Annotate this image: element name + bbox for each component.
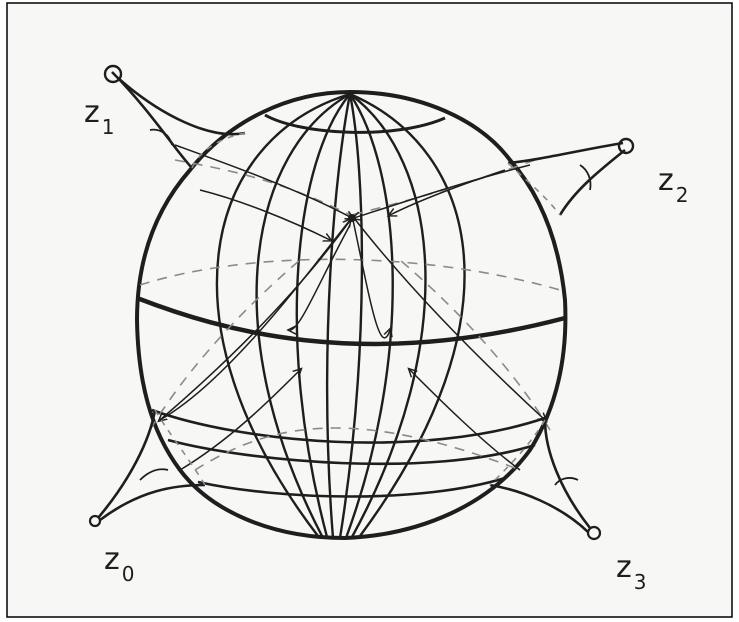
label-z0-sub: 0 bbox=[122, 562, 135, 586]
label-z1-base: z bbox=[84, 95, 100, 130]
label-z0-base: z bbox=[104, 542, 120, 577]
label-z2-sub: 2 bbox=[676, 183, 689, 207]
central-vertex bbox=[348, 214, 356, 222]
label-z1-sub: 1 bbox=[102, 115, 115, 139]
label-z3-sub: 3 bbox=[634, 570, 647, 594]
label-z2-base: z bbox=[658, 163, 674, 198]
label-z3-base: z bbox=[616, 550, 632, 585]
